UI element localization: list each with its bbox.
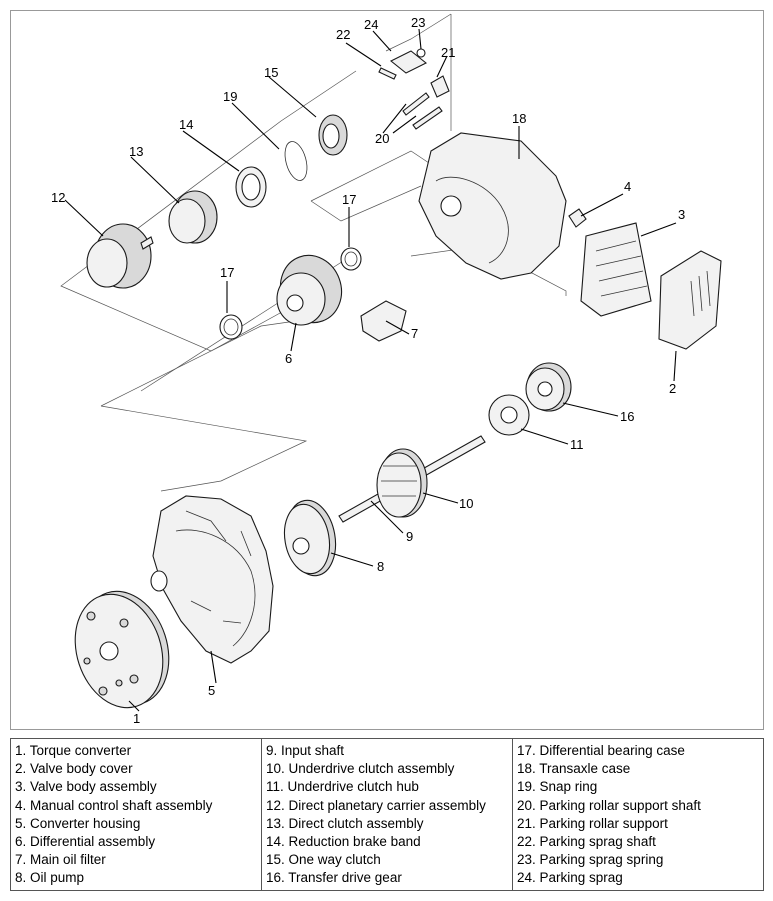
main-oil-filter bbox=[360, 300, 407, 342]
differential-bearing-case-upper bbox=[340, 247, 362, 271]
parts-legend-table: 1. Torque converter 2. Valve body cover … bbox=[10, 738, 764, 891]
legend-item: 13. Direct clutch assembly bbox=[266, 815, 424, 831]
legend-item: 3. Valve body assembly bbox=[15, 779, 157, 795]
legend-item: 7. Main oil filter bbox=[15, 852, 106, 868]
legend-item: 2. Valve body cover bbox=[15, 761, 133, 777]
legend-item: 8. Oil pump bbox=[15, 870, 85, 886]
callout-5: 5 bbox=[208, 683, 215, 698]
legend-item: 24. Parking sprag bbox=[517, 870, 623, 886]
callout-11: 11 bbox=[570, 437, 584, 452]
legend-item: 1. Torque converter bbox=[15, 743, 132, 758]
underdrive-clutch-assembly bbox=[376, 448, 428, 518]
callout-2: 2 bbox=[669, 381, 676, 396]
callout-19: 19 bbox=[223, 89, 237, 104]
legend-item: 22. Parking sprag shaft bbox=[517, 834, 656, 850]
legend-item: 19. Snap ring bbox=[517, 779, 598, 795]
callout-7: 7 bbox=[411, 326, 418, 341]
parking-sprag-spring bbox=[416, 48, 426, 58]
one-way-clutch bbox=[318, 114, 348, 156]
legend-column-2: 9. Input shaft 10. Underdrive clutch ass… bbox=[261, 738, 513, 891]
valve-body-cover bbox=[658, 250, 722, 350]
manual-control-shaft-assembly bbox=[568, 208, 587, 228]
reduction-brake-band bbox=[235, 166, 267, 208]
legend-item: 21. Parking rollar support bbox=[517, 815, 668, 831]
legend-column-1: 1. Torque converter 2. Valve body cover … bbox=[10, 738, 262, 891]
legend-item: 6. Differential assembly bbox=[15, 834, 156, 850]
legend-item: 11. Underdrive clutch hub bbox=[266, 779, 419, 795]
parking-rollar-support-shaft bbox=[402, 92, 443, 130]
transaxle-case bbox=[418, 132, 567, 280]
legend-item: 10. Underdrive clutch assembly bbox=[266, 761, 455, 777]
callout-4: 4 bbox=[624, 179, 631, 194]
callout-22: 22 bbox=[336, 27, 350, 42]
callout-17b: 17 bbox=[342, 192, 356, 207]
callout-21: 21 bbox=[441, 45, 455, 60]
callout-1: 1 bbox=[133, 711, 140, 726]
callout-labels: 1 2 3 4 5 6 7 8 9 10 11 12 13 14 15 16 1… bbox=[51, 15, 685, 726]
transfer-drive-gear bbox=[525, 362, 572, 412]
parking-sprag bbox=[389, 50, 428, 74]
snap-ring bbox=[284, 141, 308, 181]
callout-3: 3 bbox=[678, 207, 685, 222]
callout-16: 16 bbox=[620, 409, 634, 424]
callout-8: 8 bbox=[377, 559, 384, 574]
direct-clutch-assembly bbox=[168, 190, 218, 244]
callout-10: 10 bbox=[459, 496, 473, 511]
exploded-view-diagram: 1 2 3 4 5 6 7 8 9 10 11 12 13 14 15 16 1… bbox=[10, 10, 764, 730]
legend-item: 14. Reduction brake band bbox=[266, 834, 421, 850]
callout-15: 15 bbox=[264, 65, 278, 80]
differential-bearing-case-lower bbox=[219, 314, 243, 340]
direct-planetary-carrier-assembly bbox=[86, 223, 154, 289]
callout-13: 13 bbox=[129, 144, 143, 159]
legend-item: 18. Transaxle case bbox=[517, 761, 631, 777]
callout-23: 23 bbox=[411, 15, 425, 30]
callout-20: 20 bbox=[375, 131, 389, 146]
torque-converter bbox=[74, 590, 170, 709]
callout-14: 14 bbox=[179, 117, 193, 132]
underdrive-clutch-hub bbox=[488, 394, 530, 436]
parking-sprag-shaft bbox=[378, 67, 397, 80]
parking-rollar-support bbox=[430, 75, 450, 98]
valve-body-assembly bbox=[580, 222, 652, 317]
legend-item: 9. Input shaft bbox=[266, 743, 345, 758]
legend-item: 16. Transfer drive gear bbox=[266, 870, 402, 886]
callout-17a: 17 bbox=[220, 265, 234, 280]
callout-6: 6 bbox=[285, 351, 292, 366]
legend-item: 17. Differential bearing case bbox=[517, 743, 685, 758]
callout-18: 18 bbox=[512, 111, 526, 126]
converter-housing bbox=[150, 495, 274, 664]
callout-9: 9 bbox=[406, 529, 413, 544]
callout-leaders bbox=[64, 28, 677, 712]
legend-item: 23. Parking sprag spring bbox=[517, 852, 664, 868]
oil-pump bbox=[283, 499, 337, 577]
callout-24: 24 bbox=[364, 17, 378, 32]
callout-12: 12 bbox=[51, 190, 65, 205]
legend-item: 12. Direct planetary carrier assembly bbox=[266, 797, 486, 813]
legend-item: 5. Converter housing bbox=[15, 815, 141, 831]
legend-item: 15. One way clutch bbox=[266, 852, 381, 868]
legend-column-3: 17. Differential bearing case 18. Transa… bbox=[512, 738, 764, 891]
legend-row: 1. Torque converter 2. Valve body cover … bbox=[10, 738, 764, 891]
differential-assembly bbox=[276, 254, 343, 326]
legend-item: 20. Parking rollar support shaft bbox=[517, 797, 701, 813]
legend-item: 4. Manual control shaft assembly bbox=[15, 797, 213, 813]
